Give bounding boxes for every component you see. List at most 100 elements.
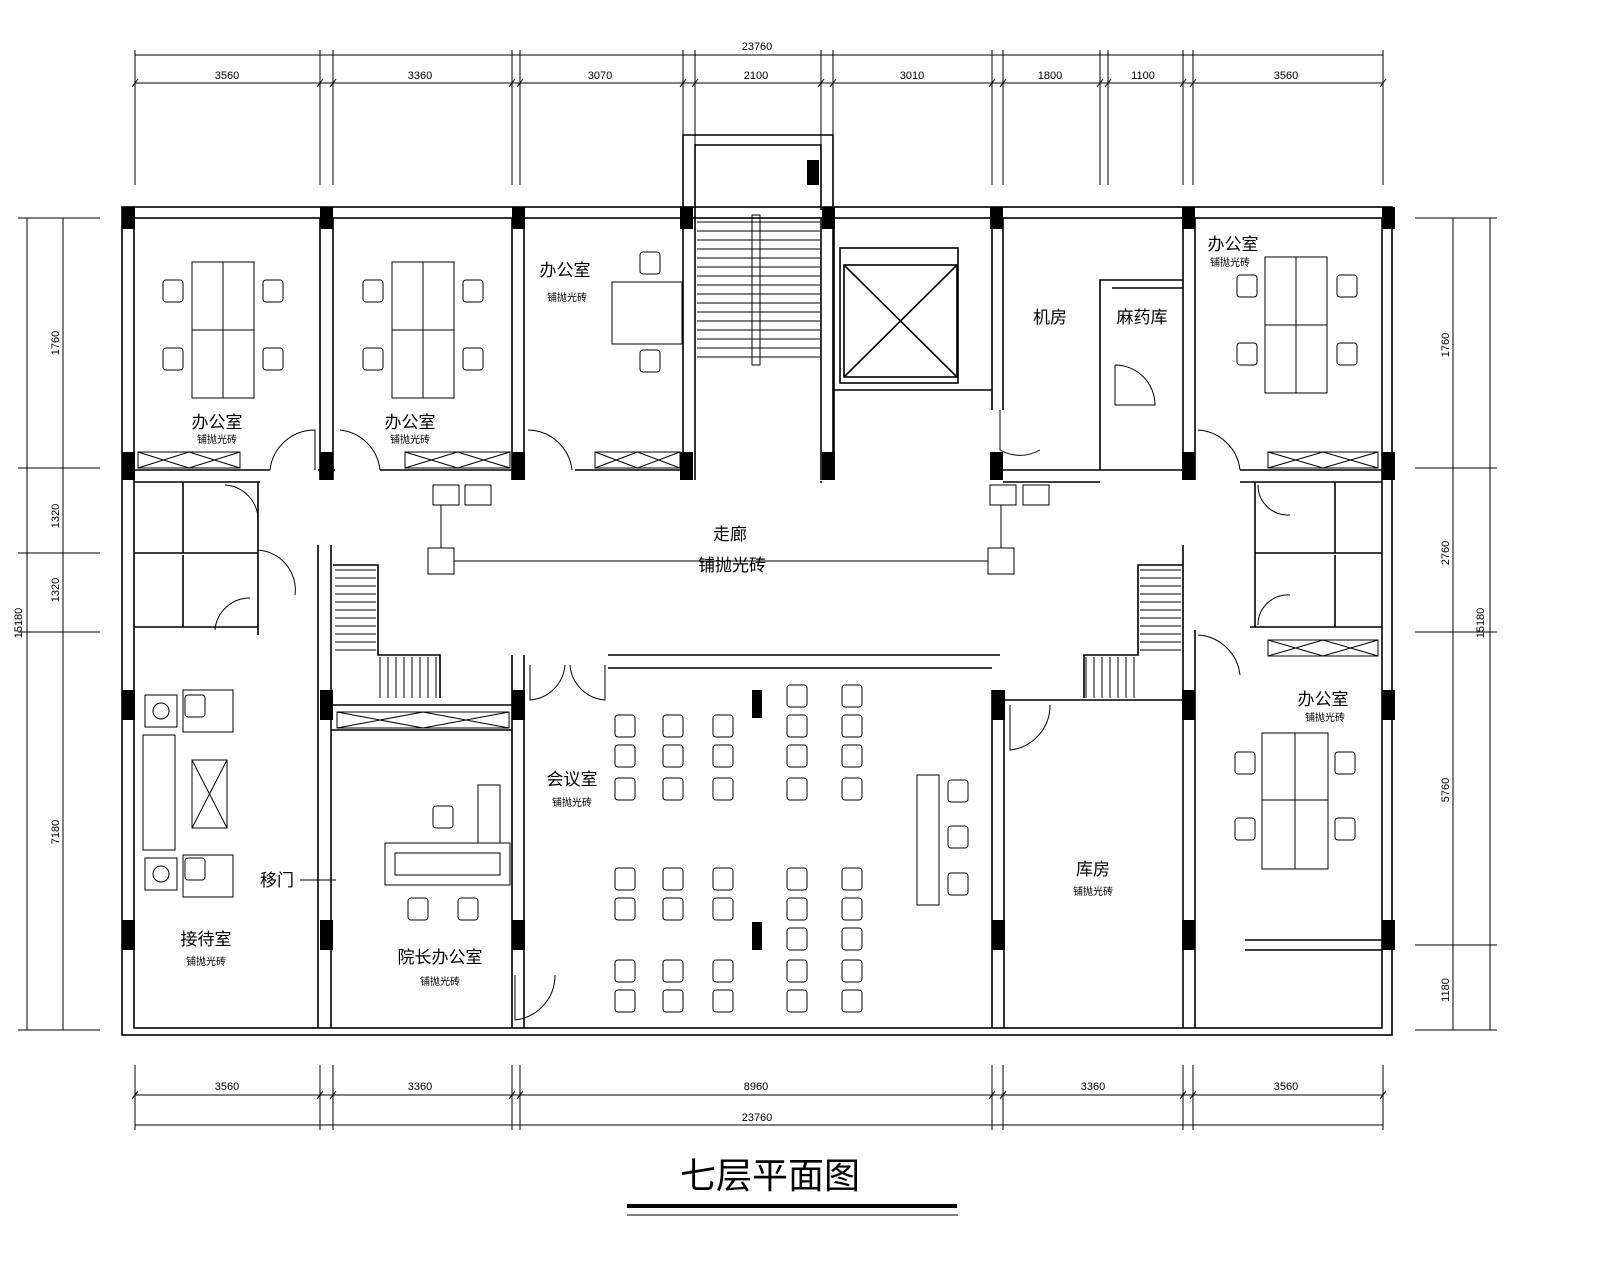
cabinets — [137, 451, 1379, 729]
dim-right: 1180 — [1440, 978, 1452, 1002]
dim-tick — [691, 78, 699, 88]
door-swing — [214, 597, 251, 631]
chair-seat — [1336, 342, 1358, 366]
office2-label: 办公室 — [385, 413, 436, 433]
chair-seat — [1334, 751, 1356, 775]
column — [122, 690, 135, 720]
chair-seat — [786, 989, 808, 1013]
chair — [786, 927, 808, 951]
chair — [1334, 817, 1356, 841]
dim-bottom-total: 23760 — [742, 1112, 773, 1124]
column — [1182, 452, 1195, 480]
dim-left-total: 15180 — [13, 608, 25, 639]
dim-tick — [329, 1090, 337, 1100]
office4-label: 办公室 — [1208, 235, 1259, 255]
chair — [1236, 342, 1258, 366]
chair-seat — [184, 857, 206, 881]
office3-floor: 铺抛光砖 — [547, 291, 587, 304]
chair-seat — [184, 694, 206, 718]
chair — [614, 897, 636, 921]
dim-tick — [316, 1090, 324, 1100]
director-office-floor: 铺抛光砖 — [420, 975, 460, 988]
chair — [614, 867, 636, 891]
chair — [712, 897, 734, 921]
chair — [162, 279, 184, 303]
chair — [362, 347, 384, 371]
chair — [1334, 751, 1356, 775]
furniture — [142, 256, 1329, 950]
chair — [662, 777, 684, 801]
chair — [841, 777, 863, 801]
chair-seat — [662, 867, 684, 891]
cabinet-cross — [137, 451, 241, 469]
bottom-dimensions: 3560 3360 8960 3360 3560 23760 — [131, 1065, 1387, 1130]
chair — [662, 989, 684, 1013]
chair-seat — [1234, 751, 1256, 775]
chair-seat — [786, 684, 808, 708]
cabinet-cross — [404, 451, 511, 469]
chair — [841, 927, 863, 951]
chair — [712, 989, 734, 1013]
dim-tick — [999, 78, 1007, 88]
dim-top: 3070 — [588, 70, 612, 82]
chair — [712, 714, 734, 738]
reception-floor: 铺抛光砖 — [186, 955, 226, 968]
dim-left: 1760 — [50, 331, 62, 355]
chair-seat — [614, 714, 636, 738]
chair-seat — [841, 897, 863, 921]
column — [512, 452, 525, 480]
reception-label: 接待室 — [181, 930, 232, 950]
door-swing — [569, 664, 606, 701]
column — [1182, 207, 1195, 229]
dim-tick — [1179, 78, 1187, 88]
chair-seat — [262, 347, 284, 371]
dim-tick — [508, 1090, 516, 1100]
door-swing — [257, 549, 296, 596]
chair — [462, 347, 484, 371]
corridor-floor: 铺抛光砖 — [698, 556, 766, 576]
dim-tick — [679, 78, 687, 88]
chair — [614, 744, 636, 768]
chair — [262, 279, 284, 303]
chair-seat — [614, 897, 636, 921]
door-swing — [1257, 484, 1291, 516]
chair — [786, 744, 808, 768]
door-swing — [529, 664, 566, 701]
structural-columns — [122, 207, 1395, 950]
top-dimensions: 23760 3560 3360 3070 2100 3010 1800 1100… — [131, 41, 1387, 185]
chair — [1336, 342, 1358, 366]
dim-right: 1760 — [1440, 333, 1452, 357]
chair — [947, 872, 969, 896]
chair-seat — [1334, 817, 1356, 841]
chair — [662, 714, 684, 738]
door-swing — [339, 429, 381, 471]
dim-tick — [508, 78, 516, 88]
chair — [712, 959, 734, 983]
dim-tick — [988, 78, 996, 88]
chair-seat — [786, 714, 808, 738]
column — [1382, 920, 1395, 950]
chair — [639, 251, 661, 275]
chair-seat — [712, 989, 734, 1013]
anesthesia-store-label: 麻药库 — [1117, 308, 1168, 328]
dim-top: 3360 — [408, 70, 432, 82]
door-swing — [999, 410, 1041, 456]
chair-seat — [662, 897, 684, 921]
chair-seat — [786, 777, 808, 801]
chair — [614, 714, 636, 738]
chair-seat — [841, 989, 863, 1013]
chair-seat — [662, 777, 684, 801]
stair-treads — [335, 214, 1181, 698]
chair-seat — [1236, 274, 1258, 298]
chair-seat — [162, 279, 184, 303]
chair-seat — [457, 897, 479, 921]
chair-seat — [362, 347, 384, 371]
chair-seat — [662, 744, 684, 768]
column — [1182, 920, 1195, 950]
walls — [121, 134, 1393, 1036]
dim-tick — [131, 1090, 139, 1100]
dim-top: 3010 — [900, 70, 924, 82]
chair-seat — [841, 744, 863, 768]
cabinet-cross — [1267, 639, 1379, 657]
chair-seat — [1236, 342, 1258, 366]
